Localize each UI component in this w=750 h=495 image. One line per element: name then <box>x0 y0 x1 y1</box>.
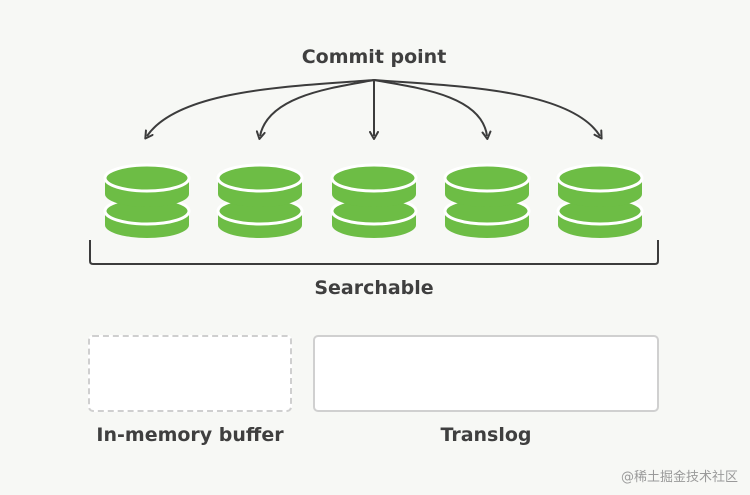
searchable-label: Searchable <box>314 277 434 299</box>
commit-arrow <box>144 79 375 140</box>
in-memory-buffer-label: In-memory buffer <box>96 424 284 446</box>
commit-arrow <box>373 79 603 140</box>
commit-arrow <box>255 79 375 140</box>
searchable-bracket <box>89 240 659 265</box>
segment-db-icon <box>330 163 418 238</box>
segment-db-icon <box>216 163 304 238</box>
segment-db-icon <box>556 163 644 238</box>
watermark: @稀土掘金技术社区 <box>620 470 738 485</box>
translog-label: Translog <box>440 424 532 446</box>
translog-box <box>313 335 659 412</box>
segments-group <box>103 163 644 238</box>
segment-db-icon <box>443 163 531 238</box>
commit-point-label: Commit point <box>301 46 447 68</box>
in-memory-buffer-box <box>88 335 292 412</box>
commit-arrow <box>373 79 492 140</box>
segment-db-icon <box>103 163 191 238</box>
commit-point-arrows <box>144 79 603 140</box>
